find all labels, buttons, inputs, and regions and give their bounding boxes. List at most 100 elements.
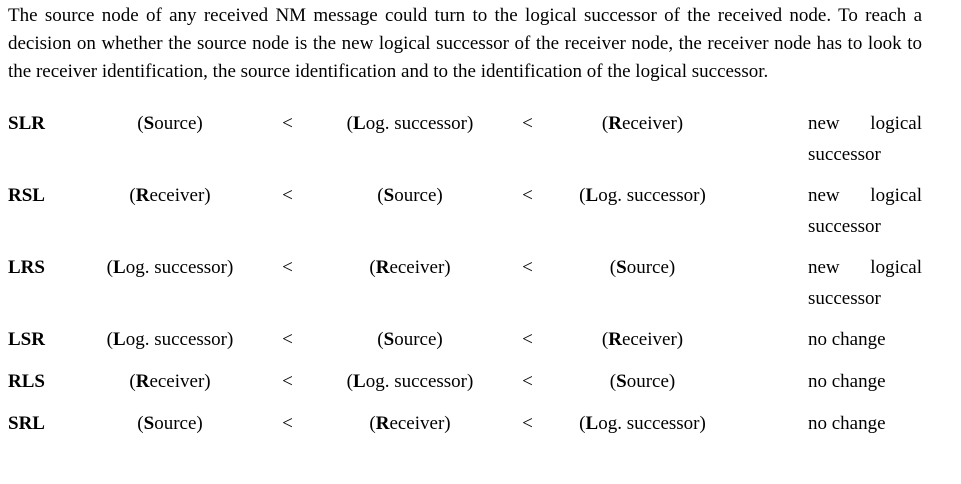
operand-rest: og. successor): [365, 371, 474, 392]
operand-open-paren: (: [137, 413, 144, 434]
table-row: SRL (Source) < (Receiver) < (Log. succes…: [8, 408, 922, 439]
table-row: RLS (Receiver) < (Log. successor) < (Sou…: [8, 366, 922, 397]
row-code: LSR: [8, 329, 45, 350]
row-code: RLS: [8, 371, 45, 392]
operand-1: (Source): [95, 408, 245, 439]
operand-bold-letter: S: [383, 329, 395, 350]
operand-rest: ource): [394, 185, 443, 206]
table-row: LRS (Log. successor) < (Receiver) < (Sou…: [8, 252, 922, 314]
operand-rest: ource): [626, 371, 676, 392]
operand-open-paren: (: [369, 413, 376, 434]
operand-bold-letter: R: [608, 113, 622, 134]
row-result: no change: [808, 371, 886, 392]
operand-rest: og. successor): [598, 185, 706, 206]
table-row: SLR (Source) < (Log. successor) < (Recei…: [8, 108, 922, 170]
operand-rest: og. successor): [365, 113, 474, 134]
operand-rest: eceiver): [621, 113, 684, 134]
operand-3: (Source): [565, 252, 720, 283]
operand-1: (Source): [95, 108, 245, 139]
operand-bold-letter: L: [353, 371, 366, 392]
table-row: LSR (Log. successor) < (Source) < (Recei…: [8, 324, 922, 355]
operand-2: (Source): [330, 180, 490, 211]
operand-rest: ource): [394, 329, 443, 350]
less-than-symbol: <: [522, 257, 533, 278]
operand-open-paren: (: [346, 371, 353, 392]
operand-bold-letter: R: [608, 329, 622, 350]
operand-rest: og. successor): [125, 257, 234, 278]
operand-open-paren: (: [129, 185, 136, 206]
less-than-symbol: <: [522, 413, 533, 434]
less-than-symbol: <: [522, 185, 533, 206]
operand-bold-letter: L: [113, 329, 126, 350]
less-than-symbol: <: [282, 113, 293, 134]
operand-3: (Log. successor): [565, 180, 720, 211]
operand-3: (Log. successor): [565, 408, 720, 439]
operand-1: (Receiver): [95, 366, 245, 397]
row-code: SLR: [8, 113, 45, 134]
operand-bold-letter: S: [143, 113, 155, 134]
row-result: no change: [808, 413, 886, 434]
operand-open-paren: (: [609, 257, 617, 278]
operand-3: (Receiver): [565, 324, 720, 355]
intro-paragraph: The source node of any received NM messa…: [8, 5, 922, 82]
document-page: The source node of any received NM messa…: [8, 5, 922, 439]
operand-bold-letter: L: [585, 413, 599, 434]
operand-open-paren: (: [609, 371, 617, 392]
operand-open-paren: (: [369, 257, 376, 278]
operand-open-paren: (: [129, 371, 136, 392]
operand-rest: eceiver): [621, 329, 684, 350]
operand-bold-letter: L: [353, 113, 366, 134]
row-result: new logical successor: [808, 113, 922, 165]
less-than-symbol: <: [282, 413, 293, 434]
operand-bold-letter: S: [616, 371, 627, 392]
operand-bold-letter: R: [135, 371, 150, 392]
operand-rest: og. successor): [125, 329, 234, 350]
operand-2: (Log. successor): [330, 108, 490, 139]
operand-bold-letter: S: [616, 257, 627, 278]
operand-open-paren: (: [601, 113, 609, 134]
operand-bold-letter: L: [113, 257, 126, 278]
operand-open-paren: (: [601, 329, 609, 350]
operand-rest: ource): [626, 257, 676, 278]
operand-rest: ource): [154, 413, 203, 434]
operand-bold-letter: R: [375, 413, 390, 434]
operand-open-paren: (: [106, 329, 113, 350]
table-row: RSL (Receiver) < (Source) < (Log. succes…: [8, 180, 922, 242]
operand-1: (Receiver): [95, 180, 245, 211]
operand-2: (Source): [330, 324, 490, 355]
less-than-symbol: <: [282, 371, 293, 392]
row-result: no change: [808, 329, 886, 350]
operand-3: (Receiver): [565, 108, 720, 139]
row-result: new logical successor: [808, 185, 922, 237]
row-code: SRL: [8, 413, 45, 434]
row-result: new logical successor: [808, 257, 922, 309]
operand-bold-letter: S: [143, 413, 155, 434]
operand-rest: eceiver): [149, 185, 211, 206]
operand-2: (Log. successor): [330, 366, 490, 397]
operand-bold-letter: L: [585, 185, 599, 206]
operand-open-paren: (: [377, 185, 384, 206]
less-than-symbol: <: [282, 185, 293, 206]
operand-rest: og. successor): [598, 413, 706, 434]
operand-bold-letter: R: [375, 257, 390, 278]
less-than-symbol: <: [282, 329, 293, 350]
less-than-symbol: <: [522, 371, 533, 392]
operand-open-paren: (: [346, 113, 353, 134]
operand-rest: eceiver): [389, 257, 451, 278]
operand-open-paren: (: [106, 257, 113, 278]
less-than-symbol: <: [282, 257, 293, 278]
operand-rest: ource): [154, 113, 203, 134]
row-code: RSL: [8, 185, 45, 206]
operand-open-paren: (: [137, 113, 144, 134]
operand-bold-letter: S: [383, 185, 395, 206]
operand-open-paren: (: [377, 329, 384, 350]
operand-open-paren: (: [579, 185, 586, 206]
operand-1: (Log. successor): [95, 324, 245, 355]
operand-bold-letter: R: [135, 185, 150, 206]
operand-open-paren: (: [579, 413, 586, 434]
operand-2: (Receiver): [330, 252, 490, 283]
operand-rest: eceiver): [149, 371, 211, 392]
operand-3: (Source): [565, 366, 720, 397]
row-code: LRS: [8, 257, 45, 278]
less-than-symbol: <: [522, 329, 533, 350]
